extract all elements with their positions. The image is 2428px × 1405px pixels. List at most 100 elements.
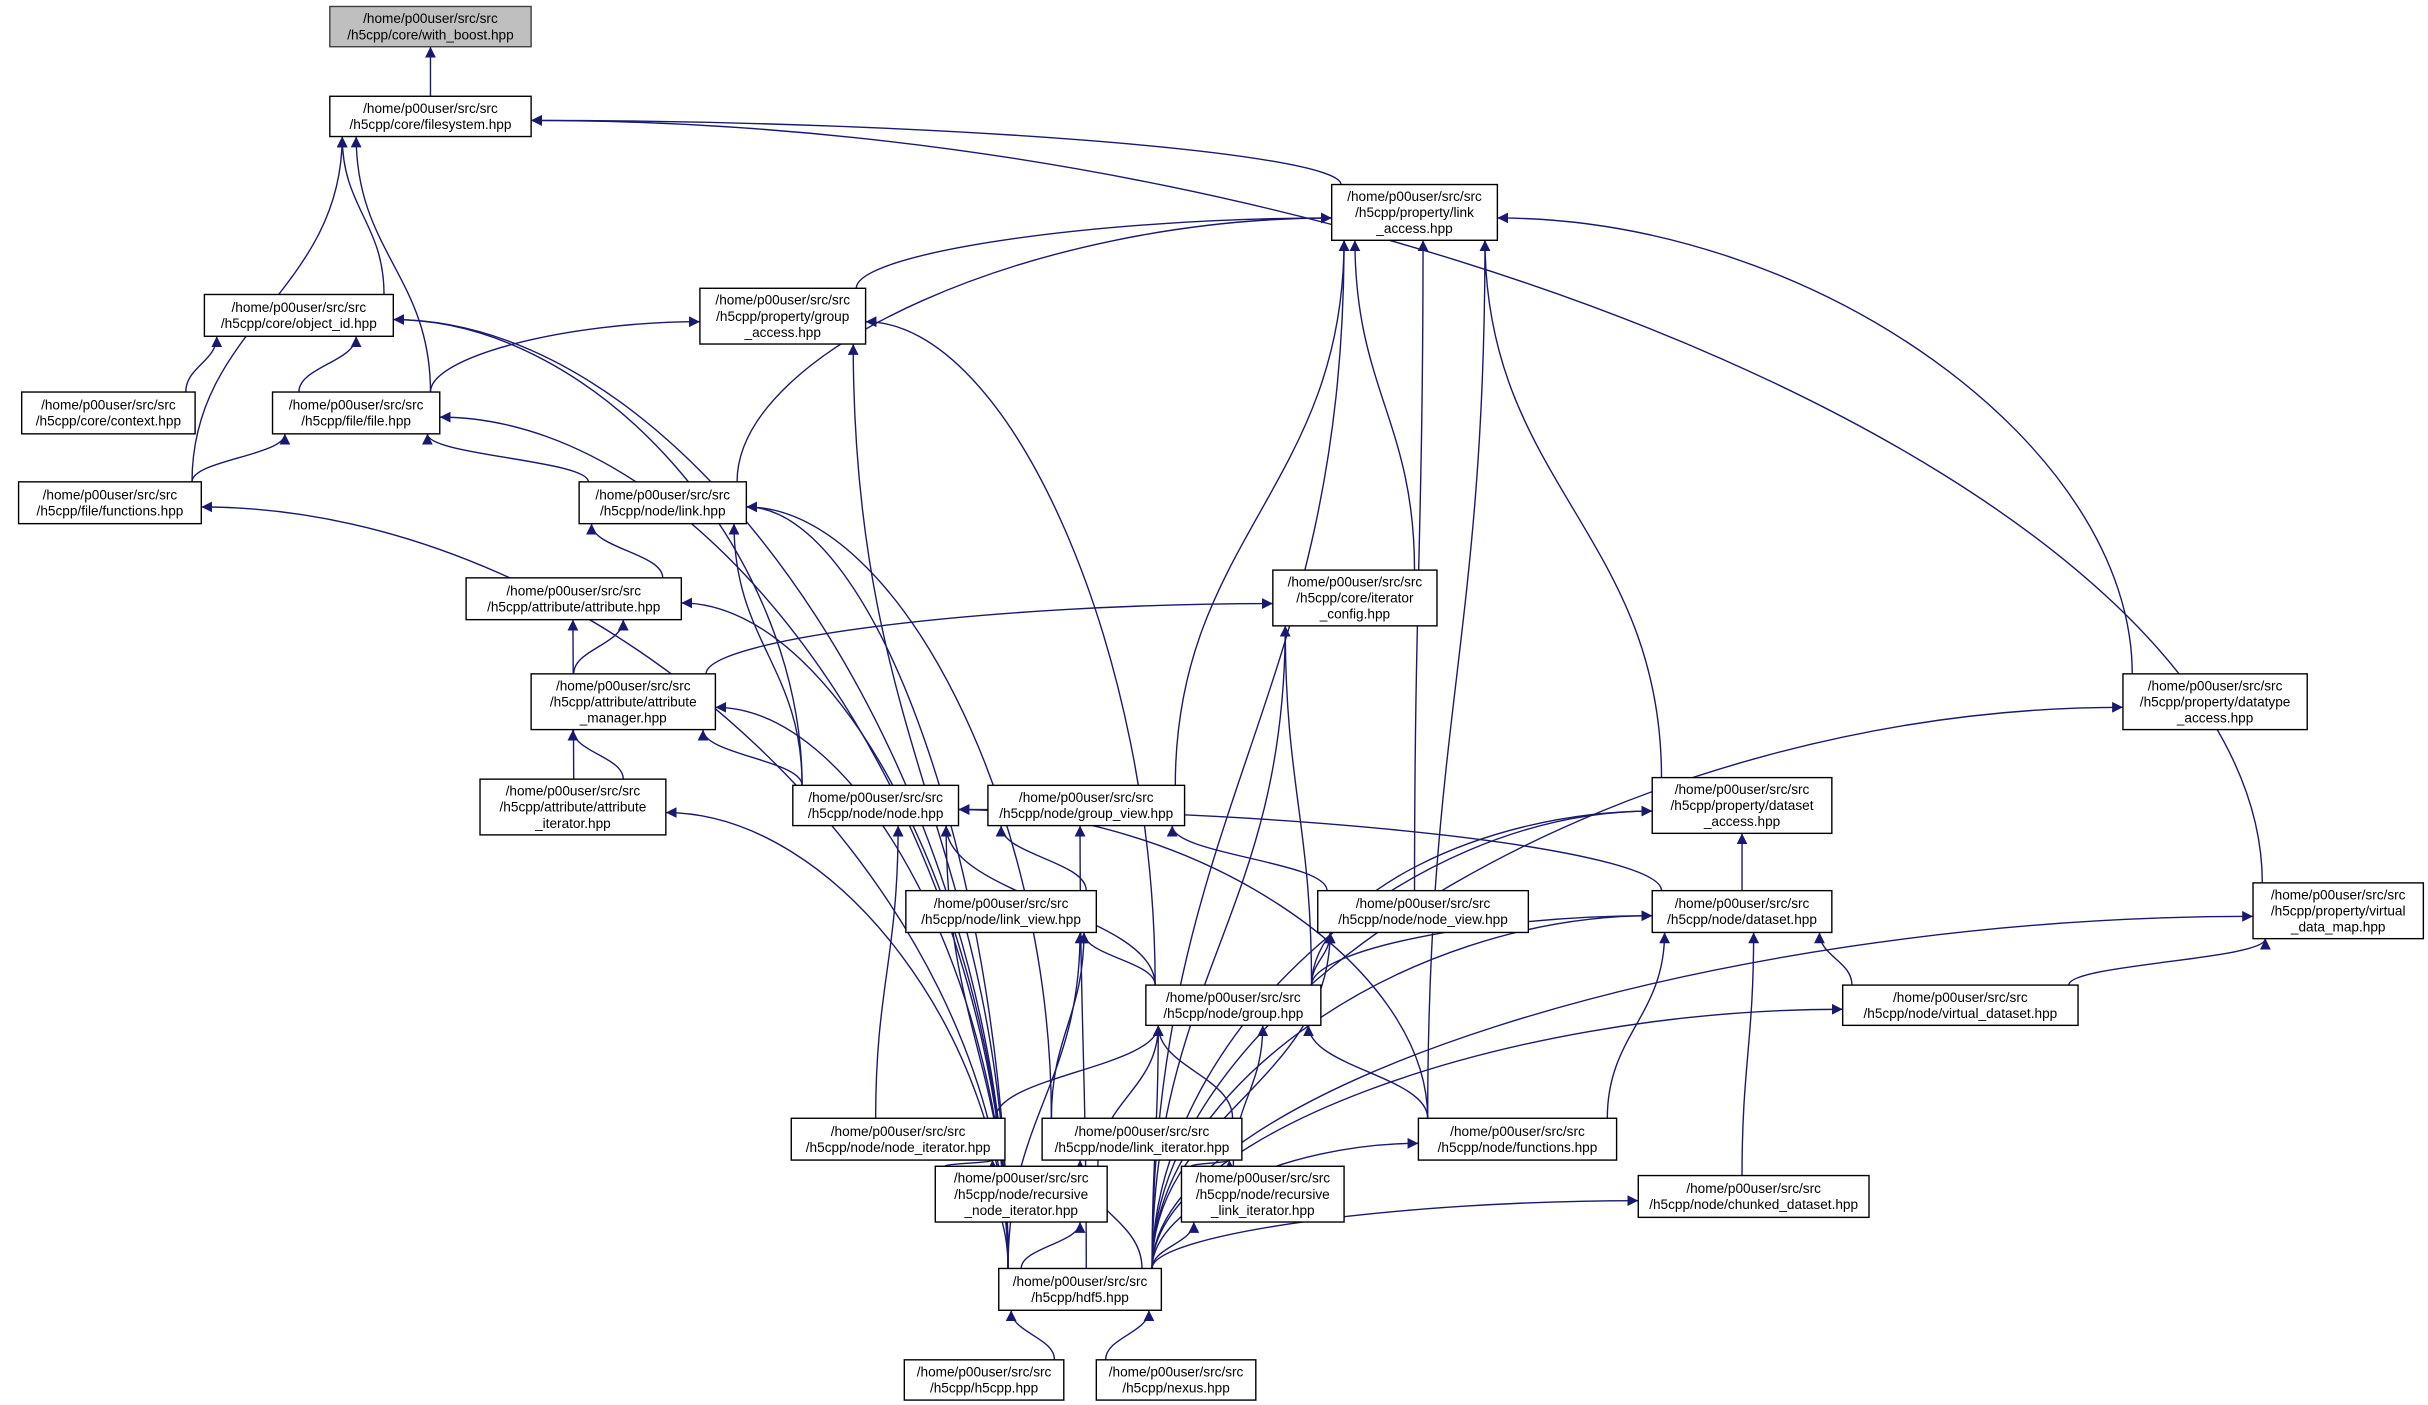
node-label-line: /h5cpp/node/group.hpp <box>1163 1006 1303 1021</box>
node-label-line: /h5cpp/property/link <box>1355 205 1474 220</box>
node-nexus[interactable]: /home/p00user/src/src/h5cpp/nexus.hpp <box>1095 1359 1257 1401</box>
node-box <box>790 1117 1006 1161</box>
node-node_iterator[interactable]: /home/p00user/src/src/h5cpp/node/node_it… <box>790 1117 1006 1161</box>
node-label-line: /home/p00user/src/src <box>715 293 850 308</box>
edge-group-to-group_access <box>865 316 1156 986</box>
node-label-line: /home/p00user/src/src <box>1013 1274 1148 1289</box>
node-node_functions[interactable]: /home/p00user/src/src/h5cpp/node/functio… <box>1417 1117 1618 1161</box>
node-label-line: /home/p00user/src/src <box>556 678 691 693</box>
node-label-line: /h5cpp/node/virtual_dataset.hpp <box>1864 1006 2058 1021</box>
node-label-line: _manager.hpp <box>579 710 667 725</box>
node-box <box>905 889 1098 934</box>
node-recursive_link_iterator[interactable]: /home/p00user/src/src/h5cpp/node/recursi… <box>1180 1165 1345 1223</box>
node-with_boost: /home/p00user/src/src/h5cpp/core/with_bo… <box>329 5 532 48</box>
node-group[interactable]: /home/p00user/src/src/h5cpp/node/group.h… <box>1145 984 1322 1027</box>
node-label-line: /h5cpp/node/node_iterator.hpp <box>806 1140 991 1155</box>
node-label-line: /home/p00user/src/src <box>917 1365 1052 1380</box>
node-box <box>1417 1117 1618 1161</box>
node-label-line: /home/p00user/src/src <box>1288 575 1423 590</box>
node-label-line: /h5cpp/node/node.hpp <box>808 806 943 821</box>
node-label-line: /h5cpp/attribute/attribute <box>550 694 697 709</box>
node-box <box>20 391 196 435</box>
node-dataset[interactable]: /home/p00user/src/src/h5cpp/node/dataset… <box>1651 889 1833 934</box>
node-box <box>699 287 867 345</box>
node-label-line: _access.hpp <box>2176 710 2253 725</box>
node-object_id[interactable]: /home/p00user/src/src/h5cpp/core/object_… <box>203 293 395 337</box>
node-label-line: /h5cpp/core/filesystem.hpp <box>350 117 512 132</box>
node-box <box>465 577 683 621</box>
node-box <box>987 784 1186 827</box>
node-file_functions[interactable]: /home/p00user/src/src/h5cpp/file/functio… <box>17 481 202 525</box>
edge-group_access-to-link_access <box>855 212 1332 289</box>
node-datatype_access[interactable]: /home/p00user/src/src/h5cpp/property/dat… <box>2122 673 2308 731</box>
node-label-line: _data_map.hpp <box>2290 920 2386 935</box>
edge-link_access-to-filesystem <box>531 115 1342 185</box>
node-label-line: /home/p00user/src/src <box>506 784 641 799</box>
node-box <box>1637 1174 1870 1219</box>
node-chunked_dataset[interactable]: /home/p00user/src/src/h5cpp/node/chunked… <box>1637 1174 1870 1219</box>
node-attribute_iterator[interactable]: /home/p00user/src/src/h5cpp/attribute/at… <box>479 778 667 836</box>
node-attribute[interactable]: /home/p00user/src/src/h5cpp/attribute/at… <box>465 577 683 621</box>
node-label-line: _access.hpp <box>1703 814 1780 829</box>
node-label-line: /home/p00user/src/src <box>934 896 1069 911</box>
edge-hdf5-to-link_access <box>1151 240 1350 1269</box>
node-box <box>1330 183 1499 241</box>
node-group_view[interactable]: /home/p00user/src/src/h5cpp/node/group_v… <box>987 784 1186 827</box>
node-label-line: /home/p00user/src/src <box>954 1171 1089 1186</box>
node-box <box>1841 984 2079 1027</box>
node-iterator_config[interactable]: /home/p00user/src/src/h5cpp/core/iterato… <box>1272 569 1438 627</box>
node-label-line: /h5cpp/node/link_iterator.hpp <box>1055 1140 1230 1155</box>
node-node[interactable]: /home/p00user/src/src/h5cpp/node/node.hp… <box>792 784 960 827</box>
node-box <box>1145 984 1322 1027</box>
node-label-line: /h5cpp/hdf5.hpp <box>1031 1290 1129 1305</box>
node-box <box>792 784 960 827</box>
edge-hdf5-to-object_id <box>393 314 1009 1269</box>
edge-file-to-filesystem <box>350 136 432 393</box>
edge-virtual_dataset-to-virtual_data_map <box>2068 938 2271 986</box>
edge-hdf5-to-file_functions <box>201 501 1009 1269</box>
node-box <box>578 481 748 525</box>
node-label-line: _node_iterator.hpp <box>963 1203 1078 1218</box>
node-label-line: /h5cpp/core/iterator <box>1296 591 1414 606</box>
node-hdf5[interactable]: /home/p00user/src/src/h5cpp/hdf5.hpp <box>998 1267 1163 1311</box>
node-recursive_node_iterator[interactable]: /home/p00user/src/src/h5cpp/node/recursi… <box>934 1165 1108 1223</box>
node-label-line: /home/p00user/src/src <box>506 583 641 598</box>
node-link[interactable]: /home/p00user/src/src/h5cpp/node/link.hp… <box>578 481 748 525</box>
edge-link-to-file <box>422 433 590 483</box>
node-link_access[interactable]: /home/p00user/src/src/h5cpp/property/lin… <box>1330 183 1499 241</box>
node-attribute_manager[interactable]: /home/p00user/src/src/h5cpp/attribute/at… <box>530 673 717 731</box>
node-box <box>329 5 532 48</box>
node-node_view[interactable]: /home/p00user/src/src/h5cpp/node/node_vi… <box>1317 889 1530 934</box>
node-group_access[interactable]: /home/p00user/src/src/h5cpp/property/gro… <box>699 287 867 345</box>
edge-link_iterator-to-link_view <box>1050 932 1090 1119</box>
node-label-line: /home/p00user/src/src <box>1893 990 2028 1005</box>
node-link_iterator[interactable]: /home/p00user/src/src/h5cpp/node/link_it… <box>1041 1117 1243 1161</box>
edge-datatype_access-to-link_access <box>1497 212 2133 674</box>
node-label-line: /h5cpp/h5cpp.hpp <box>930 1381 1038 1396</box>
edge-hdf5-to-dataset_access <box>1151 805 1653 1269</box>
edges-layer <box>185 46 2271 1360</box>
node-label-line: /home/p00user/src/src <box>232 300 367 315</box>
edge-object_id-to-filesystem <box>336 136 385 295</box>
node-file[interactable]: /home/p00user/src/src/h5cpp/file/file.hp… <box>271 391 441 435</box>
edge-nexus-to-hdf5 <box>1104 1310 1155 1360</box>
node-box <box>1180 1165 1345 1223</box>
node-label-line: /home/p00user/src/src <box>363 11 498 26</box>
node-label-line: _access.hpp <box>744 325 821 340</box>
node-label-line: /home/p00user/src/src <box>41 398 176 413</box>
node-virtual_dataset[interactable]: /home/p00user/src/src/h5cpp/node/virtual… <box>1841 984 2079 1027</box>
node-link_view[interactable]: /home/p00user/src/src/h5cpp/node/link_vi… <box>905 889 1098 934</box>
node-h5cpp[interactable]: /home/p00user/src/src/h5cpp/h5cpp.hpp <box>903 1359 1065 1401</box>
node-label-line: /home/p00user/src/src <box>43 487 178 502</box>
node-box <box>1651 889 1833 934</box>
node-box <box>903 1359 1065 1401</box>
edge-node_functions-to-dataset <box>1606 932 1671 1119</box>
node-context[interactable]: /home/p00user/src/src/h5cpp/core/context… <box>20 391 196 435</box>
node-label-line: /home/p00user/src/src <box>1347 189 1482 204</box>
node-label-line: /h5cpp/property/dataset <box>1671 798 1814 813</box>
node-label-line: /h5cpp/node/link.hpp <box>600 503 726 518</box>
node-filesystem[interactable]: /home/p00user/src/src/h5cpp/core/filesys… <box>329 95 532 138</box>
node-virtual_data_map[interactable]: /home/p00user/src/src/h5cpp/property/vir… <box>2252 882 2425 940</box>
node-dataset_access[interactable]: /home/p00user/src/src/h5cpp/property/dat… <box>1651 776 1833 835</box>
node-label-line: /h5cpp/node/chunked_dataset.hpp <box>1649 1197 1858 1212</box>
